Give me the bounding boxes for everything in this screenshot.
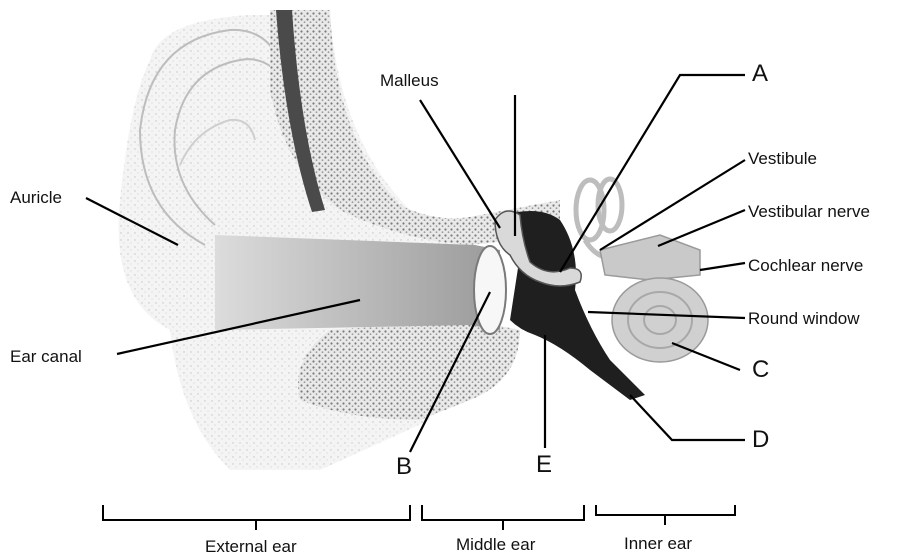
label-vestibular-nerve: Vestibular nerve	[748, 203, 870, 220]
letter-c: C	[752, 358, 769, 382]
ear-canal-shape	[215, 235, 500, 330]
label-round-window: Round window	[748, 310, 860, 327]
letter-a: A	[752, 62, 768, 86]
label-auricle: Auricle	[10, 189, 62, 206]
label-cochlear-nerve: Cochlear nerve	[748, 257, 863, 274]
label-ear-canal: Ear canal	[10, 348, 82, 365]
region-brackets	[103, 505, 735, 530]
tympanic-membrane	[474, 246, 506, 334]
cochlea-shape	[612, 278, 708, 362]
letter-d: D	[752, 428, 769, 452]
region-middle-ear: Middle ear	[456, 536, 535, 553]
temporal-bone-lower	[298, 320, 520, 420]
letter-e: E	[536, 453, 552, 477]
letter-b: B	[396, 455, 412, 479]
label-vestibule: Vestibule	[748, 150, 817, 167]
leader-d	[630, 395, 745, 440]
leader-cochlear-nerve	[700, 263, 745, 270]
region-inner-ear: Inner ear	[624, 535, 692, 552]
leader-vestibular-nerve	[658, 210, 745, 246]
bracket-inner-ear	[596, 505, 735, 515]
bracket-middle-ear	[422, 505, 584, 520]
region-external-ear: External ear	[205, 538, 297, 555]
label-malleus: Malleus	[380, 72, 439, 89]
bracket-external-ear	[103, 505, 410, 520]
leader-malleus	[420, 100, 500, 228]
